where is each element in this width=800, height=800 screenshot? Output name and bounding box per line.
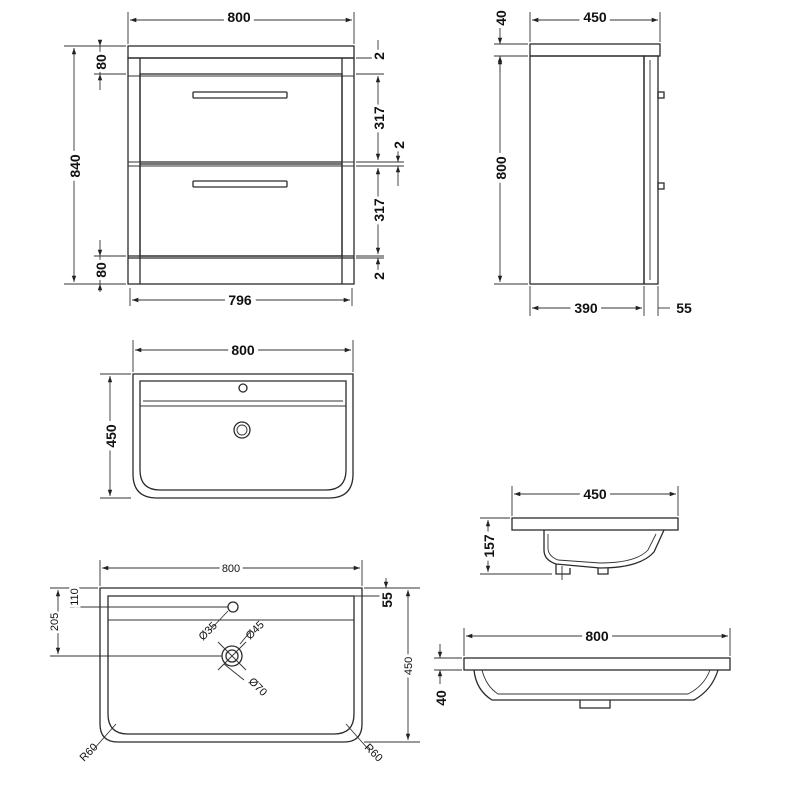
tap-hole-top: [238, 383, 248, 393]
waste-outlet-top: [233, 421, 251, 439]
basin-side-view: 450 157: [477, 482, 679, 580]
basin-plan-outline: [99, 587, 363, 743]
basin-front-view: 800 40: [430, 624, 731, 709]
basin-front-bowl: [473, 669, 719, 701]
dim-basin-plan-edge-offset: 55: [379, 592, 395, 608]
basin-plan: Ø35 Ø45 Ø70 800 110 205 55 450 R60 R60: [47, 560, 420, 765]
dim-front-width-bottom: 796: [228, 292, 252, 308]
dim-front-drawer-bottom: 317: [371, 198, 387, 222]
dim-basin-top-depth: 450: [103, 424, 119, 448]
dim-front-gap-top: 2: [371, 52, 387, 60]
side-countertop: [529, 43, 661, 57]
basin-top-view: 800 450: [99, 338, 354, 499]
side-handle-bottom: [657, 182, 665, 190]
dim-side-depth-front: 55: [676, 300, 692, 316]
dim-basin-front-rim-height: 40: [433, 690, 449, 706]
dim-basin-side-height: 157: [481, 534, 497, 558]
basin-outline: [132, 373, 354, 499]
dim-front-gap-mid: 2: [391, 141, 407, 149]
dim-front-drawer-top: 317: [371, 106, 387, 130]
drawer-handle-top: [192, 91, 288, 99]
dim-front-gap-bottom: 2: [371, 272, 387, 280]
dim-basin-plan-tap-offset: 110: [69, 588, 81, 606]
dim-front-top-rail: 80: [93, 54, 109, 70]
drawer-handle-bottom: [192, 180, 288, 188]
dim-front-plinth: 80: [93, 262, 109, 278]
dim-basin-plan-width: 800: [222, 563, 240, 575]
basin-side-rim: [511, 517, 679, 531]
waste-outer-plan: [225, 649, 239, 663]
countertop: [127, 45, 355, 59]
dim-basin-side-width: 450: [583, 486, 607, 502]
drawer-top: [139, 73, 343, 163]
dim-basin-plan-depth: 450: [403, 657, 415, 675]
dim-side-width: 450: [583, 9, 607, 25]
callout-waste-ring: Ø70: [246, 676, 269, 699]
basin-side-bowl: [543, 529, 665, 569]
callout-radius-right: R60: [362, 742, 385, 765]
dim-basin-plan-waste-offset: 205: [49, 613, 61, 631]
front-view: 800 796 840 80 80 2: [63, 5, 410, 312]
dim-side-depth-body: 390: [574, 300, 598, 316]
dim-side-height: 800: [493, 156, 509, 180]
dim-basin-top-width: 800: [231, 342, 255, 358]
callout-waste-outer: Ø45: [244, 619, 267, 642]
dim-basin-front-width: 800: [585, 628, 609, 644]
callout-radius-left: R60: [78, 741, 101, 764]
side-view: 450 40 800 390 55: [489, 5, 692, 320]
cabinet-body: [127, 57, 355, 285]
side-body: [529, 55, 645, 285]
dim-side-top-thickness: 40: [493, 10, 509, 26]
dim-front-width-top: 800: [227, 9, 251, 25]
side-handle-top: [657, 91, 665, 99]
dim-front-height-total: 840: [67, 154, 83, 178]
side-front-panel: [643, 55, 659, 285]
tap-hole-plan: [227, 601, 239, 613]
drawer-bottom: [139, 163, 343, 257]
basin-front-rim: [463, 657, 731, 671]
